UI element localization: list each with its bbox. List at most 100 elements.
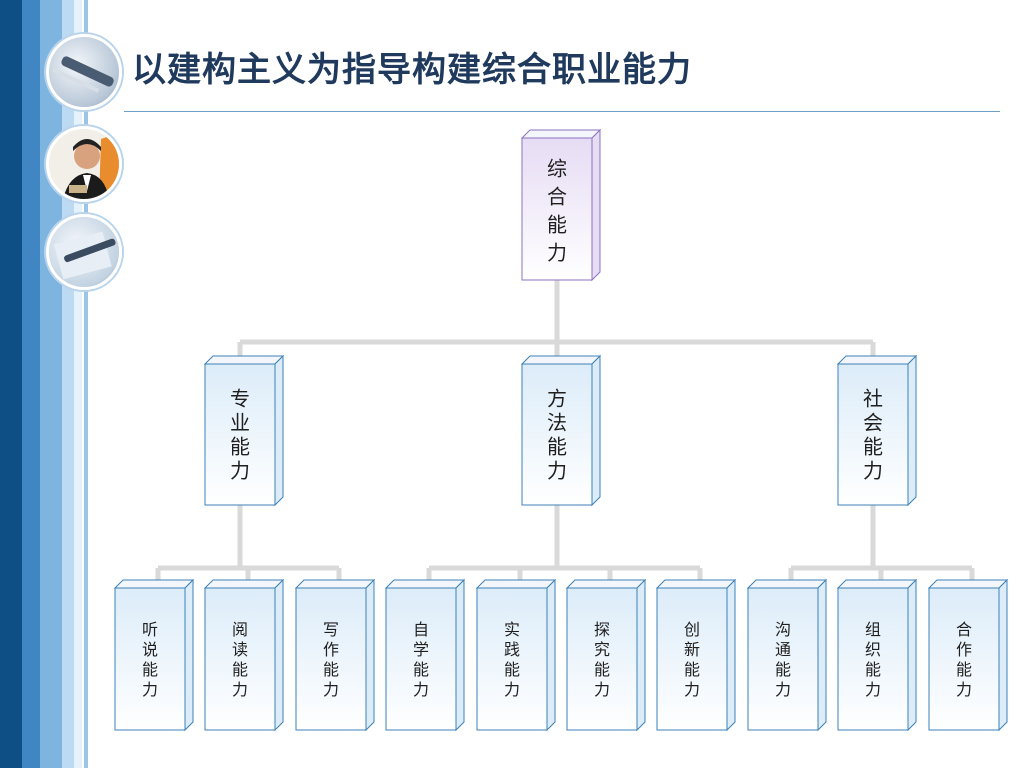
pen-photo-icon [46, 34, 122, 110]
leaf-node-char: 新 [684, 640, 700, 659]
leaf-node-char: 究 [594, 640, 610, 659]
branch-node-top-face [836, 355, 918, 365]
leaf-node-char: 合 [956, 620, 972, 639]
leaf-node-char: 通 [775, 640, 791, 659]
title-divider [124, 111, 1000, 112]
leaf-node [295, 587, 367, 731]
leaf-node-char: 学 [413, 640, 429, 659]
leaf-node [566, 587, 638, 731]
branch-node-char: 社 [863, 387, 883, 411]
leaf-node-char: 阅 [232, 620, 248, 639]
branch-node-char: 能 [230, 435, 250, 459]
leaf-node-char: 力 [956, 680, 972, 699]
leaf-node [656, 587, 728, 731]
leaf-node-char: 听 [142, 620, 158, 639]
branch-node [204, 363, 276, 506]
leaf-node-char: 能 [232, 660, 248, 679]
branch-node-side-face [907, 354, 917, 507]
leaf-node-char: 能 [323, 660, 339, 679]
pen-document-photo-icon [46, 214, 122, 290]
leaf-node-char: 织 [865, 640, 881, 659]
leaf-node-top-face [475, 579, 557, 589]
leaf-node [204, 587, 276, 731]
leaf-node-char: 能 [684, 660, 700, 679]
leaf-node-side-face [184, 578, 194, 732]
leaf-node-side-face [998, 578, 1008, 732]
leaf-node-char: 写 [323, 620, 339, 639]
leaf-node-side-face [274, 578, 284, 732]
leaf-node-top-face [655, 579, 737, 589]
leaf-node-char: 力 [413, 680, 429, 699]
leaf-node-char: 力 [323, 680, 339, 699]
leaf-node-char: 力 [232, 680, 248, 699]
leaf-node-char: 力 [775, 680, 791, 699]
leaf-node-char: 说 [142, 640, 158, 659]
root-node-char: 综 [547, 156, 567, 180]
leaf-node-side-face [817, 578, 827, 732]
branch-node [837, 363, 909, 506]
leaf-node-top-face [294, 579, 376, 589]
branch-node-char: 力 [230, 459, 250, 483]
leaf-node-char: 组 [865, 620, 881, 639]
side-bar-mid [22, 0, 40, 768]
leaf-node-char: 探 [594, 620, 610, 639]
branch-node-char: 专 [230, 387, 250, 411]
leaf-node-char: 力 [142, 680, 158, 699]
branch-node-char: 力 [547, 459, 567, 483]
leaf-node [476, 587, 548, 731]
root-node-top-face [520, 129, 602, 139]
branch-node-char: 业 [230, 411, 250, 435]
side-bar-lightest [74, 0, 82, 768]
leaf-node-char: 能 [956, 660, 972, 679]
leaf-node-char: 能 [775, 660, 791, 679]
leaf-node-char: 自 [413, 620, 429, 639]
root-node-char: 合 [547, 184, 567, 208]
leaf-node-top-face [113, 579, 195, 589]
leaf-node-side-face [907, 578, 917, 732]
leaf-node-char: 能 [504, 660, 520, 679]
leaf-node-char: 能 [865, 660, 881, 679]
leaf-node [385, 587, 457, 731]
leaf-node-side-face [726, 578, 736, 732]
root-node-side-face [591, 128, 601, 282]
branch-node-char: 能 [547, 435, 567, 459]
leaf-node-char: 力 [504, 680, 520, 699]
leaf-node-top-face [565, 579, 647, 589]
leaf-node-char: 能 [142, 660, 158, 679]
leaf-node [747, 587, 819, 731]
page-title: 以建构主义为指导构建综合职业能力 [132, 50, 692, 90]
leaf-node-char: 力 [594, 680, 610, 699]
branch-node-top-face [520, 355, 602, 365]
branch-node-char: 方 [547, 387, 567, 411]
leaf-node-top-face [203, 579, 285, 589]
side-bar-line [84, 0, 88, 768]
leaf-node-char: 作 [956, 640, 972, 659]
leaf-node-char: 力 [684, 680, 700, 699]
leaf-node-side-face [455, 578, 465, 732]
branch-node-char: 会 [863, 411, 883, 435]
leaf-node-char: 沟 [775, 620, 791, 639]
branch-node-char: 法 [547, 411, 567, 435]
root-node-char: 力 [547, 240, 567, 264]
side-bar-dark [0, 0, 22, 768]
leaf-node-char: 能 [594, 660, 610, 679]
leaf-node-char: 力 [865, 680, 881, 699]
leaf-node [928, 587, 1000, 731]
branch-node [521, 363, 593, 506]
leaf-node-side-face [636, 578, 646, 732]
root-node-char: 能 [547, 212, 567, 236]
side-bar-light [40, 0, 62, 768]
leaf-node-top-face [927, 579, 1009, 589]
branch-node-char: 力 [863, 459, 883, 483]
root-node [521, 137, 593, 281]
leaf-node-side-face [365, 578, 375, 732]
leaf-node-char: 创 [684, 620, 700, 639]
leaf-node-top-face [746, 579, 828, 589]
leaf-node-top-face [836, 579, 918, 589]
man-portrait-photo [46, 126, 122, 202]
leaf-node-char: 作 [323, 640, 339, 659]
leaf-node-side-face [546, 578, 556, 732]
branch-node-top-face [203, 355, 285, 365]
branch-node-side-face [591, 354, 601, 507]
